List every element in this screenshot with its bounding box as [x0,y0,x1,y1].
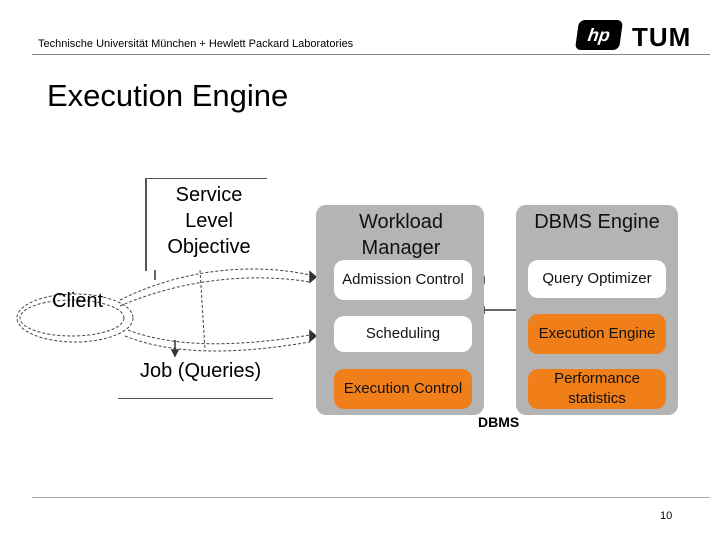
dbms-engine-title: DBMS Engine [534,211,660,233]
slo-frame [145,178,267,271]
slide-title: Execution Engine [47,78,289,113]
service-level-objective-label: Service Level Objective [167,184,251,258]
tum-logo: TUM [632,22,692,52]
page-number: 10 [660,510,673,522]
execution-control-box: Execution Control [334,369,472,409]
client-label: Client [52,290,104,312]
jobs-underline [118,398,273,399]
header-divider [32,54,710,55]
performance-statistics-box: Performance statistics [528,369,666,409]
admission-control-box: Admission Control [334,260,472,300]
execution-engine-box: Execution Engine [528,314,666,354]
query-optimizer-box: Query Optimizer [528,260,666,298]
workload-manager-title: Workload Manager [358,211,444,259]
dbms-label: DBMS [478,414,520,430]
footer-divider [32,497,710,498]
jobs-label: Job (Queries) [140,360,262,382]
header-institution: Technische Universität München + Hewlett… [38,38,354,50]
scheduling-box: Scheduling [334,316,472,352]
